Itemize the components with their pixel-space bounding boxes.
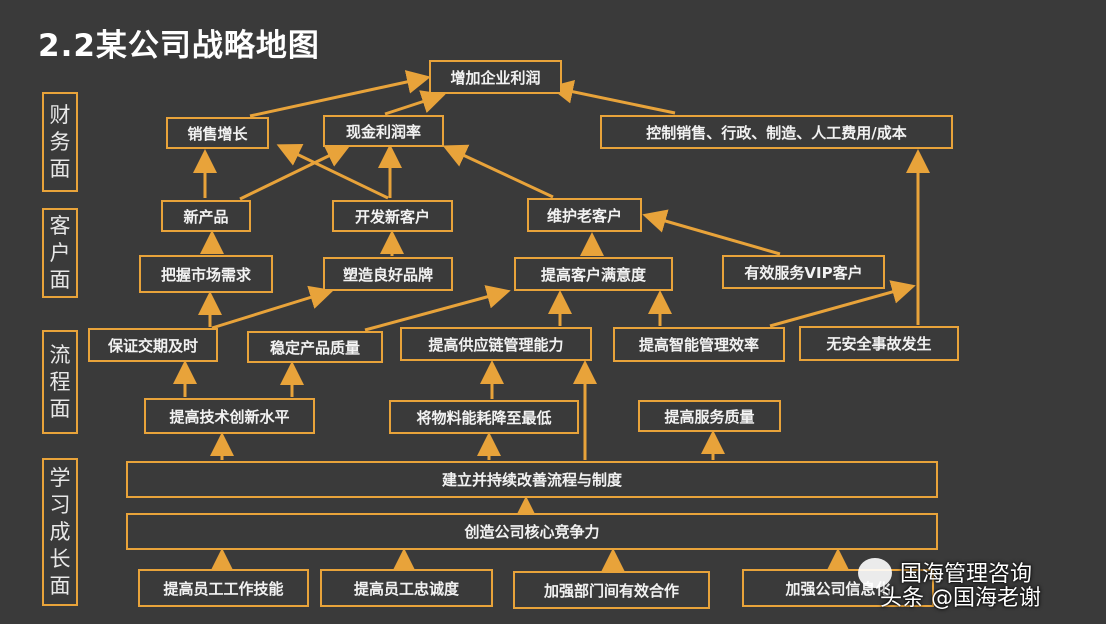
box-sales-growth: 销售增长	[166, 117, 269, 149]
box-department-cooperation: 加强部门间有效合作	[513, 571, 710, 609]
box-increase-profit: 增加企业利润	[429, 60, 562, 94]
box-market-demand: 把握市场需求	[139, 255, 273, 293]
box-new-product: 新产品	[161, 200, 251, 232]
arrow-sales-to-profit	[249, 70, 431, 118]
arrow-keep-to-cash	[442, 144, 554, 199]
box-no-safety-accidents: 无安全事故发生	[799, 326, 959, 361]
arrow-quality-to-satisfaction	[364, 285, 511, 332]
wechat-logo-icon	[858, 558, 892, 588]
box-smart-management: 提高智能管理效率	[613, 327, 785, 362]
box-control-costs: 控制销售、行政、制造、人工费用/成本	[600, 115, 953, 149]
arrow-vip-to-keep	[642, 209, 781, 256]
arrow-newproduct-to-cash	[239, 145, 351, 201]
watermark-handle: 头条 @国海老谢	[880, 586, 1041, 611]
page-title: 2.2某公司战略地图	[38, 28, 320, 64]
box-cash-profit-rate: 现金利润率	[323, 115, 444, 147]
watermark-brand: 国海管理咨询	[900, 562, 1033, 587]
box-employee-skills: 提高员工工作技能	[138, 569, 309, 607]
box-continuous-improvement: 建立并持续改善流程与制度	[126, 461, 938, 498]
arrow-smart-to-vip	[769, 280, 916, 328]
arrow-delivery-to-brand	[211, 285, 334, 330]
arrow-cash-to-profit	[384, 90, 446, 116]
box-minimize-material-energy: 将物料能耗降至最低	[389, 400, 579, 434]
box-stable-quality: 稳定产品质量	[247, 331, 383, 363]
box-customer-satisfaction: 提高客户满意度	[514, 257, 673, 291]
box-service-quality: 提高服务质量	[638, 400, 781, 432]
box-core-competitiveness: 创造公司核心竞争力	[126, 513, 938, 550]
box-vip-service: 有效服务VIP客户	[722, 255, 885, 289]
layer-label-process: 流 程 面	[42, 330, 78, 434]
layer-label-customer: 客 户 面	[42, 208, 78, 298]
box-on-time-delivery: 保证交期及时	[88, 328, 218, 362]
box-maintain-old-customers: 维护老客户	[527, 198, 642, 232]
box-develop-new-customers: 开发新客户	[332, 200, 453, 232]
layer-label-financial: 财 务 面	[42, 92, 78, 192]
arrow-newcustomer-to-sales	[276, 143, 389, 200]
box-employee-loyalty: 提高员工忠诚度	[320, 569, 493, 607]
arrow-cost-to-profit	[549, 79, 676, 115]
box-good-brand: 塑造良好品牌	[323, 257, 453, 291]
box-supply-chain: 提高供应链管理能力	[400, 327, 592, 361]
box-tech-innovation: 提高技术创新水平	[144, 398, 315, 434]
layer-label-learning: 学 习 成 长 面	[42, 458, 78, 606]
